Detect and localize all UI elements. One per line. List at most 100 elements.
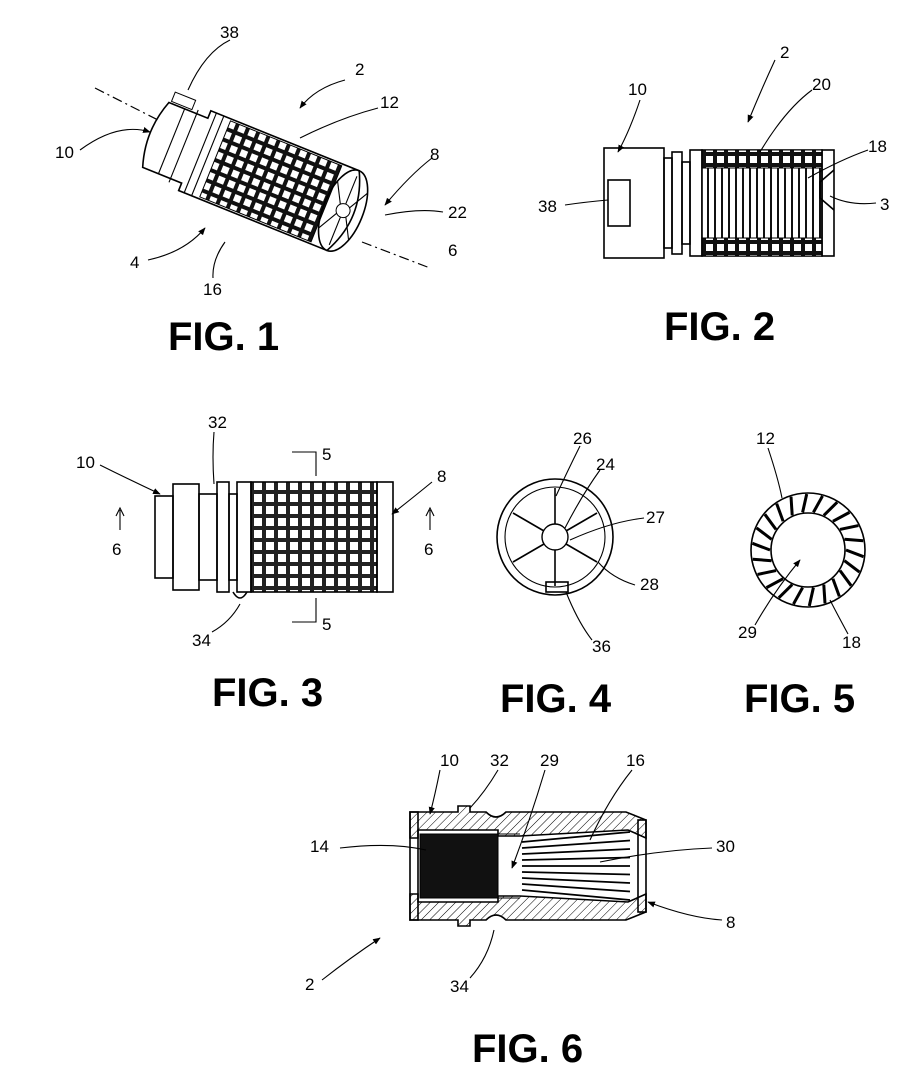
fig3-leader-32 [212,431,215,485]
fig1-leader-16 [212,241,226,279]
fig2-leader-10 [617,99,641,153]
fig6-leader-32 [469,769,499,809]
fig3-ref-8: 8 [437,467,446,486]
fig2-ref-20: 20 [812,75,831,94]
fig3-ref-6b: 6 [424,540,433,559]
figure-3: 32 10 5 8 6 6 34 5 FIG. 3 [76,413,446,715]
fig4-leader-28 [597,561,636,586]
fig4-leader-26 [555,445,581,497]
fig1-leader-10 [79,126,151,151]
fig3-section-6-right [425,506,435,530]
fig2-ref-2: 2 [780,43,789,62]
fig1-ref-22: 22 [448,203,467,222]
fig2-leader-20 [759,89,813,153]
fig1-axis-line [94,87,159,121]
fig6-ref-2: 2 [305,975,314,994]
fig1-ref-10: 10 [55,143,74,162]
fig5-leader-29 [754,559,801,626]
fig2-leader-38 [564,199,609,206]
figure-1: 38 2 12 10 8 22 4 16 6 FIG. 1 [55,23,467,359]
fig4-leader-36 [565,591,593,641]
figure-2: 2 10 20 18 38 3 FIG. 2 [538,43,889,349]
fig2-leader-18 [807,149,869,179]
fig6-bottom-wall [409,892,647,927]
fig5-leader-18 [829,599,849,635]
fig4-ref-27: 27 [646,508,665,527]
fig4-leader-24 [564,469,601,529]
fig6-leader-34 [469,929,495,979]
fig1-axis-line-end [361,241,431,269]
fig6-leader-8 [647,901,723,921]
fig1-caption: FIG. 1 [168,315,279,359]
fig5-ref-18: 18 [842,633,861,652]
fig4-ref-26: 26 [573,429,592,448]
fig2-ref-3: 3 [880,195,889,214]
fig5-ref-12: 12 [756,429,775,448]
fig5-radial-ribs [751,493,865,607]
figure-5: 12 29 18 FIG. 5 [738,429,866,721]
fig1-ref-38: 38 [220,23,239,42]
fig6-ref-16: 16 [626,751,645,770]
fig4-leader-27 [569,517,645,541]
fig6-threaded-bore [419,833,499,899]
fig3-leader-10 [99,464,161,495]
fig6-ref-34: 34 [450,977,469,996]
fig6-caption: FIG. 6 [472,1027,583,1071]
fig6-leader-29 [511,769,546,869]
fig4-caption: FIG. 4 [500,677,612,721]
fig1-ref-4: 4 [130,253,139,272]
fig2-leader-2 [747,59,776,123]
fig2-device-side [603,147,835,259]
fig1-leader-12 [299,107,379,139]
fig5-leader-12 [767,447,783,499]
fig1-leader-2 [299,79,346,109]
fig4-ref-24: 24 [596,455,615,474]
fig2-caption: FIG. 2 [664,305,775,349]
fig3-ref-10: 10 [76,453,95,472]
fig2-ref-10: 10 [628,80,647,99]
fig2-leader-3 [829,195,877,205]
fig3-section-6-left [115,506,125,530]
fig3-leader-8 [391,481,433,515]
fig5-caption: FIG. 5 [744,677,855,721]
fig6-ref-29: 29 [540,751,559,770]
fig3-ref-32: 32 [208,413,227,432]
fig5-section-view [750,492,866,608]
fig6-leader-16 [589,769,633,841]
fig6-ref-32: 32 [490,751,509,770]
fig6-leader-2 [321,937,381,981]
fig6-leader-14 [339,844,427,851]
fig1-leader-4 [147,227,206,261]
fig6-leader-10 [428,769,441,815]
fig2-ref-38: 38 [538,197,557,216]
fig3-ref-5b: 5 [322,615,331,634]
fig6-leader-30 [599,847,713,863]
fig1-ref-16: 16 [203,280,222,299]
fig1-leader-38 [187,39,231,91]
fig1-leader-22 [384,209,444,216]
fig6-ref-10: 10 [440,751,459,770]
fig1-ref-8: 8 [430,145,439,164]
fig1-ref-6: 6 [448,241,457,260]
fig2-ref-18: 18 [868,137,887,156]
fig6-ref-14: 14 [310,837,329,856]
fig1-leader-8 [384,157,433,206]
fig6-flute-lines [521,831,631,901]
figure-6: 10 32 29 16 14 30 8 2 34 FIG. 6 [305,751,735,1071]
fig3-leader-34 [211,603,241,633]
fig1-device-perspective [141,91,369,252]
fig1-ref-12: 12 [380,93,399,112]
fig3-caption: FIG. 3 [212,671,323,715]
fig3-ref-5a: 5 [322,445,331,464]
fig4-ref-36: 36 [592,637,611,656]
fig6-ref-30: 30 [716,837,735,856]
fig3-section-5-top [292,451,317,476]
fig5-ref-29: 29 [738,623,757,642]
fig3-ref-34: 34 [192,631,211,650]
fig1-ref-2: 2 [355,60,364,79]
fig3-device-side [154,481,394,599]
fig4-end-view [496,478,614,596]
fig3-ref-6a: 6 [112,540,121,559]
figure-4: 26 24 27 28 36 FIG. 4 [496,429,665,721]
